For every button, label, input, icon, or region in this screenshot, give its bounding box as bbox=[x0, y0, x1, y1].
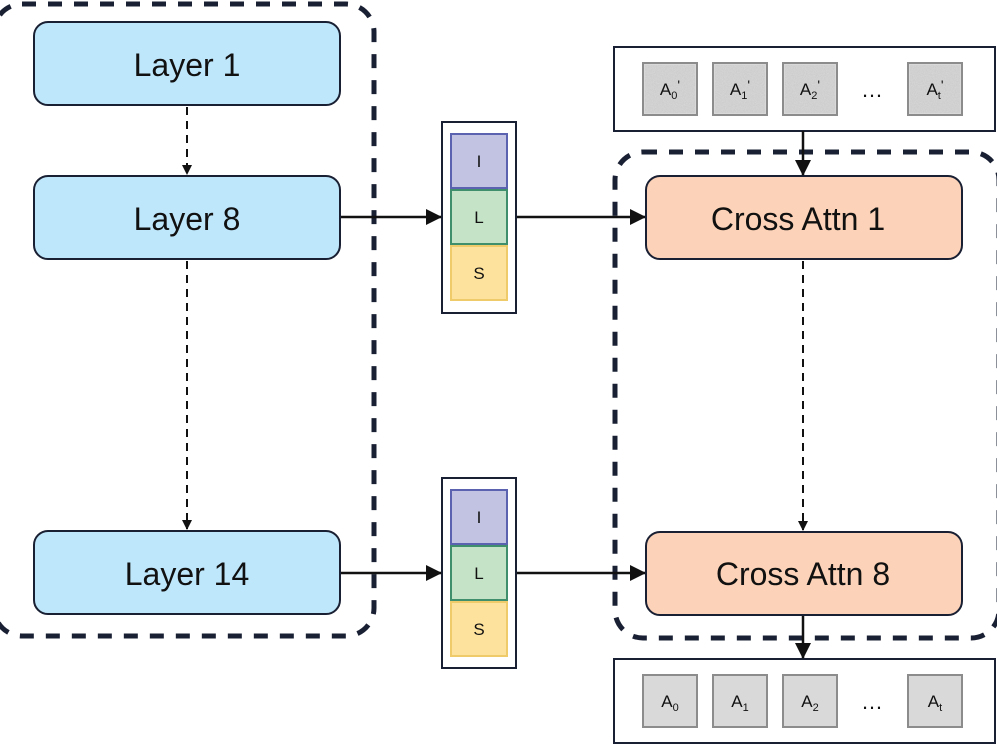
output-token-0-label: A0 bbox=[661, 692, 678, 714]
output-token-0: A0 bbox=[642, 674, 698, 728]
layer-1-block[interactable]: Layer 1 bbox=[33, 21, 341, 106]
adapter-stack-1: I L S bbox=[441, 121, 517, 314]
decoder-group-border bbox=[612, 149, 997, 641]
adapter-2-cell-s bbox=[450, 601, 508, 657]
adapter-2-l-label: L bbox=[474, 564, 483, 583]
output-token-3: At bbox=[907, 674, 963, 728]
output-token-1-label: A1 bbox=[731, 692, 748, 714]
cross-attn-8-label: Cross Attn 8 bbox=[716, 556, 890, 592]
input-ellipsis: … bbox=[861, 77, 883, 102]
adapter-1-i-label: I bbox=[477, 152, 482, 171]
adapter-1-s-label: S bbox=[473, 264, 484, 283]
output-ellipsis: … bbox=[861, 689, 883, 714]
input-token-3-label: At' bbox=[926, 77, 943, 102]
layer-14-label: Layer 14 bbox=[125, 556, 250, 592]
cross-attn-8-block[interactable]: Cross Attn 8 bbox=[645, 531, 963, 616]
input-token-1: A1' bbox=[712, 62, 768, 116]
output-token-3-label: At bbox=[928, 692, 942, 714]
adapter-1-cell-i bbox=[450, 133, 508, 189]
layer-14-block[interactable]: Layer 14 bbox=[33, 530, 341, 615]
output-token-2-label: A2 bbox=[801, 692, 818, 714]
adapter-1-cell-s bbox=[450, 245, 508, 301]
output-token-1: A1 bbox=[712, 674, 768, 728]
cross-attn-1-block[interactable]: Cross Attn 1 bbox=[645, 175, 963, 260]
adapter-1-cell-l bbox=[450, 189, 508, 245]
adapter-1-l-label: L bbox=[474, 208, 483, 227]
input-token-2: A2' bbox=[782, 62, 838, 116]
output-token-2: A2 bbox=[782, 674, 838, 728]
cross-attn-1-label: Cross Attn 1 bbox=[711, 201, 885, 237]
input-token-0: A0' bbox=[642, 62, 698, 116]
adapter-stack-2: I L S bbox=[441, 477, 517, 669]
input-token-3: At' bbox=[907, 62, 963, 116]
input-token-1-label: A1' bbox=[730, 77, 750, 102]
input-token-row: A0' A1' A2' At' … bbox=[642, 62, 963, 116]
layer-1-label: Layer 1 bbox=[134, 47, 241, 83]
encoder-group-border bbox=[0, 1, 377, 639]
adapter-2-cell-l bbox=[450, 545, 508, 601]
input-token-2-label: A2' bbox=[800, 77, 820, 102]
adapter-2-s-label: S bbox=[473, 620, 484, 639]
output-token-row: A0 A1 A2 At … bbox=[642, 674, 963, 728]
adapter-2-i-label: I bbox=[477, 508, 482, 527]
input-token-0-label: A0' bbox=[660, 77, 680, 102]
layer-8-label: Layer 8 bbox=[134, 201, 241, 237]
adapter-2-cell-i bbox=[450, 489, 508, 545]
layer-8-block[interactable]: Layer 8 bbox=[33, 175, 341, 260]
